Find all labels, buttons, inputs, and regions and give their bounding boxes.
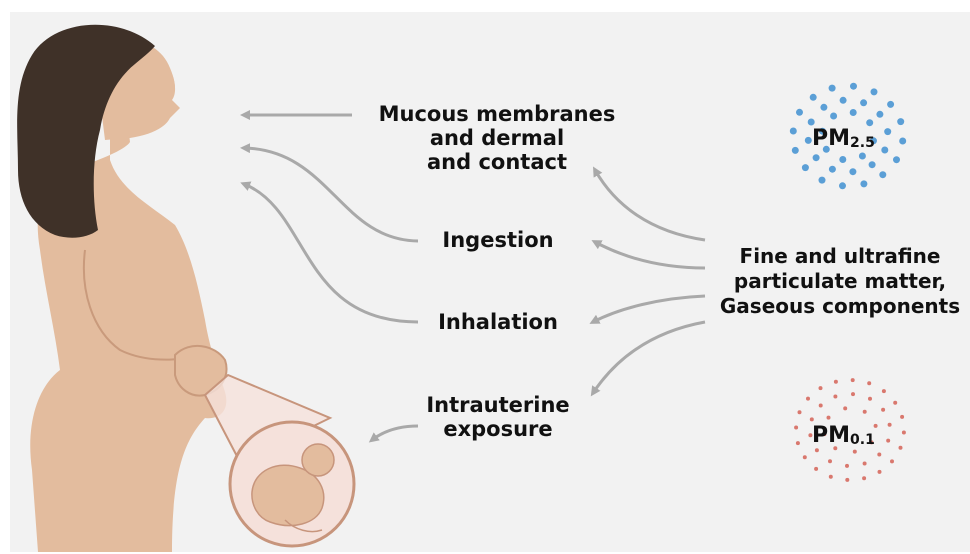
particle-dot: [845, 478, 849, 482]
particle-dot: [851, 392, 855, 396]
particle-dot: [897, 118, 904, 125]
particle-dot: [853, 450, 857, 454]
particle-dot: [810, 94, 817, 101]
particle-dot: [805, 137, 812, 144]
particle-dot: [810, 417, 814, 421]
particle-dot: [899, 138, 906, 145]
particle-dot: [868, 397, 872, 401]
arrow-source-to-intrauterine: [593, 322, 705, 393]
particle-dot: [850, 83, 857, 90]
particle-dot: [850, 109, 857, 116]
particle-dot: [813, 154, 820, 161]
particle-dot: [888, 423, 892, 427]
particle-dot: [869, 161, 876, 168]
particle-dot: [834, 380, 838, 384]
pm25-subscript: 2.5: [850, 135, 875, 151]
route-intrauterine-label: Intrauterine exposure: [414, 393, 582, 441]
pm25-prefix: PM: [812, 126, 850, 151]
particle-dot: [796, 109, 803, 116]
particle-dot: [902, 431, 906, 435]
particle-dot: [878, 470, 882, 474]
pm01-subscript: 0.1: [850, 432, 875, 448]
particle-dot: [851, 378, 855, 382]
particle-dot: [863, 410, 867, 414]
route-mucous-label: Mucous membranes and dermal and contact: [372, 102, 622, 174]
particle-dot: [790, 128, 797, 135]
particle-dot: [819, 386, 823, 390]
particle-dot: [833, 395, 837, 399]
particle-dot: [871, 88, 878, 95]
particle-dot: [860, 99, 867, 106]
particle-dot: [877, 453, 881, 457]
particle-dot: [899, 446, 903, 450]
particle-dot: [867, 381, 871, 385]
particle-dot: [839, 182, 846, 189]
particle-dot: [806, 397, 810, 401]
particle-dot: [845, 464, 849, 468]
particle-dot: [893, 401, 897, 405]
womb-magnifier: [205, 375, 354, 546]
particle-dot: [863, 462, 867, 466]
particle-dot: [887, 101, 894, 108]
particle-dot: [829, 85, 836, 92]
arrow-source-to-inhalation: [593, 296, 705, 322]
particle-dot: [829, 475, 833, 479]
pm25-label: PM2.5: [812, 126, 875, 151]
particle-dot: [876, 111, 883, 118]
arrow-source-to-ingestion: [595, 242, 705, 268]
particle-dot: [840, 97, 847, 104]
particle-dot: [820, 104, 827, 111]
particle-dot: [890, 459, 894, 463]
particle-dot: [792, 147, 799, 154]
particle-dot: [882, 389, 886, 393]
particle-dot: [839, 156, 846, 163]
particle-dot: [860, 180, 867, 187]
pm01-label: PM0.1: [812, 423, 875, 448]
source-arrows: [593, 170, 705, 393]
particle-dot: [798, 410, 802, 414]
source-label: Fine and ultrafine particulate matter, G…: [712, 244, 968, 319]
pm01-prefix: PM: [812, 423, 850, 448]
particle-dot: [803, 455, 807, 459]
arrow-inhalation-to-woman: [244, 184, 418, 322]
particle-dot: [794, 426, 798, 430]
particle-dot: [900, 415, 904, 419]
particle-dot: [886, 439, 890, 443]
particle-dot: [828, 459, 832, 463]
particle-dot: [893, 156, 900, 163]
pregnant-woman-figure: [17, 25, 226, 552]
arrow-source-to-mucous: [595, 170, 705, 240]
particle-dot: [881, 147, 888, 154]
particle-dot: [827, 416, 831, 420]
route-inhalation-label: Inhalation: [420, 310, 576, 334]
route-ingestion-label: Ingestion: [420, 228, 576, 252]
particle-dot: [815, 448, 819, 452]
particle-dot: [808, 119, 815, 126]
arrow-intrauterine-to-womb: [372, 426, 418, 440]
particle-dot: [829, 166, 836, 173]
particle-dot: [843, 406, 847, 410]
particle-dot: [802, 164, 809, 171]
particle-dot: [819, 177, 826, 184]
particle-dot: [814, 467, 818, 471]
particle-dot: [881, 408, 885, 412]
particle-dot: [830, 113, 837, 120]
particle-dot: [819, 404, 823, 408]
particle-dot: [849, 168, 856, 175]
particle-dot: [859, 153, 866, 160]
particle-dot: [796, 441, 800, 445]
particle-dot: [884, 128, 891, 135]
particle-dot: [879, 171, 886, 178]
particle-dot: [862, 476, 866, 480]
